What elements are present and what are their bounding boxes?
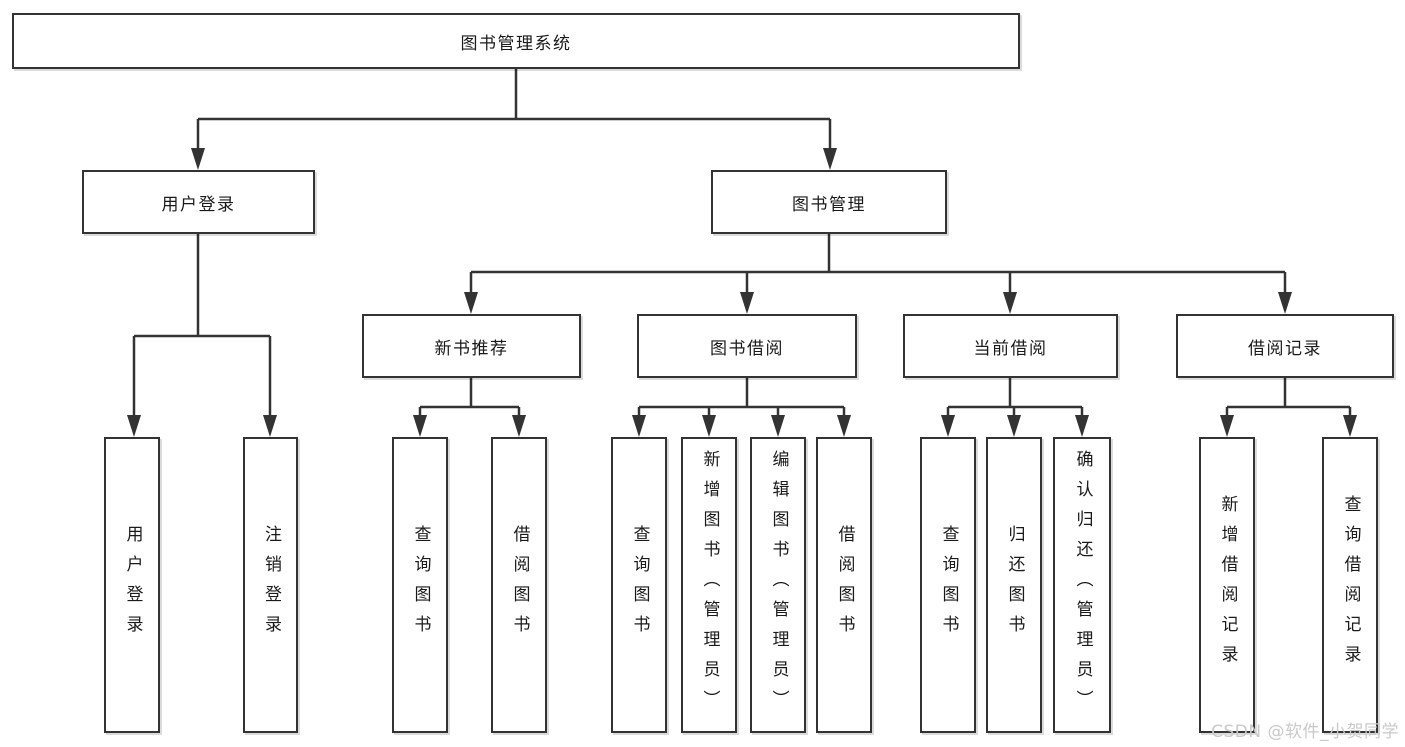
node-label: 查询图书 [629,525,650,645]
leaf-query-books-recommend: 查询图书 [392,437,448,733]
connector-user-login-children [132,234,272,419]
leaf-confirm-return-admin: 确认归还（管理员） [1053,437,1111,733]
arrow-down-icon [1220,415,1234,437]
arrow-down-icon [632,415,646,437]
connector-new-book-recommend-children [418,378,521,419]
arrow-down-icon [263,415,277,437]
arrow-down-icon [823,148,837,170]
arrow-down-icon [512,415,526,437]
leaf-return-books: 归还图书 [986,437,1042,733]
arrow-down-icon [191,148,205,170]
node-label: 借阅图书 [834,525,855,645]
node-current-borrow: 当前借阅 [903,314,1118,378]
arrow-down-icon [127,415,141,437]
arrow-down-icon [837,415,851,437]
node-borrow-records: 借阅记录 [1176,314,1394,378]
leaf-add-book-admin: 新增图书（管理员） [681,437,737,733]
csdn-watermark: CSDN @软件_小贺同学 [1211,722,1399,742]
arrow-down-icon [740,292,754,314]
leaf-logout: 注销登录 [243,437,298,733]
node-book-borrow: 图书借阅 [637,314,857,378]
node-label: 新增借阅记录 [1217,495,1238,675]
leaf-user-login: 用户登录 [104,437,160,733]
node-book-management: 图书管理 [711,170,947,234]
node-label: 新书推荐 [434,338,509,359]
node-label: 借阅记录 [1248,338,1322,359]
node-user-login: 用户登录 [82,170,315,234]
arrow-down-icon [702,415,716,437]
node-label: 查询图书 [938,525,959,645]
arrow-down-icon [1278,292,1292,314]
leaf-add-borrow-record: 新增借阅记录 [1199,437,1255,733]
leaf-borrow-books-recommend: 借阅图书 [491,437,547,733]
connector-book-borrow-children [637,378,846,419]
leaf-query-books-borrow: 查询图书 [611,437,667,733]
leaf-borrow-books: 借阅图书 [816,437,872,733]
node-new-book-recommend: 新书推荐 [362,314,581,378]
node-label: 查询借阅记录 [1340,495,1361,675]
node-label: 图书管理 [792,194,866,215]
arrow-down-icon [1343,415,1357,437]
node-label: 用户登录 [122,525,143,645]
node-library-system: 图书管理系统 [12,13,1020,69]
arrowhead-icons [127,148,1357,437]
node-label: 图书管理系统 [460,33,572,54]
arrow-down-icon [1075,415,1089,437]
node-label: 归还图书 [1004,525,1025,645]
connector-current-borrow-children [946,378,1084,419]
leaf-edit-book-admin: 编辑图书（管理员） [750,437,806,733]
connector-book-management-children [469,234,1287,296]
connector-borrow-records-children [1225,378,1352,419]
node-label: 借阅图书 [509,525,530,645]
node-label: 新增图书（管理员） [699,450,720,720]
arrow-down-icon [1003,292,1017,314]
connector-root-to-level2 [196,69,832,150]
leaf-query-borrow-record: 查询借阅记录 [1322,437,1378,733]
node-label: 用户登录 [161,194,236,215]
arrow-down-icon [464,292,478,314]
arrow-down-icon [413,415,427,437]
node-label: 查询图书 [410,525,431,645]
arrow-down-icon [1007,415,1021,437]
arrow-down-icon [771,415,785,437]
node-label: 图书借阅 [710,338,784,359]
node-label: 确认归还（管理员） [1072,450,1093,720]
arrow-down-icon [941,415,955,437]
node-label: 当前借阅 [973,338,1048,359]
node-label: 注销登录 [261,525,281,645]
leaf-query-books-current: 查询图书 [920,437,976,733]
node-label: 编辑图书（管理员） [768,450,789,720]
